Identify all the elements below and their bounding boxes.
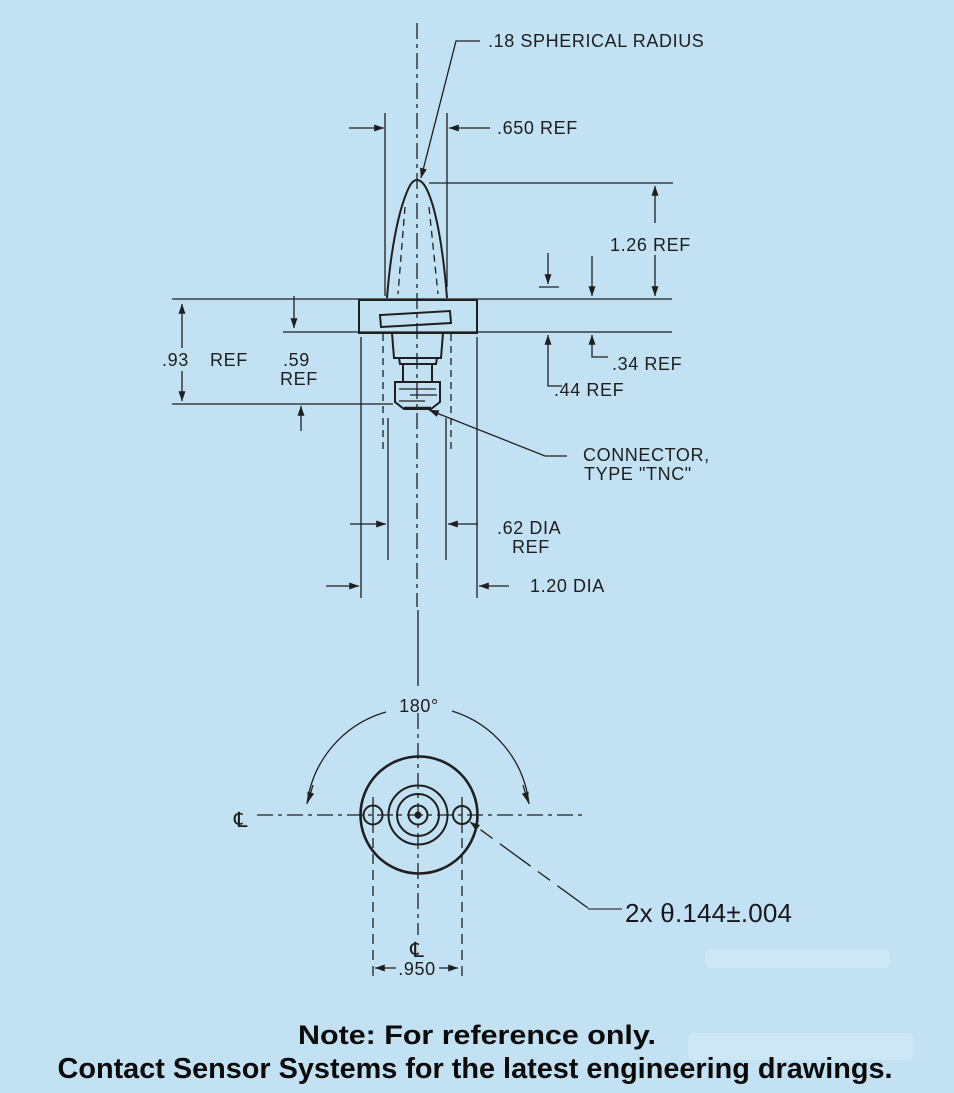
dim-950: .950	[374, 959, 459, 979]
scan-artifacts	[688, 950, 913, 1060]
overall-height-unit: REF	[210, 350, 248, 370]
radome-outline	[386, 178, 448, 299]
mounting-holes	[362, 797, 472, 977]
dome-width-label: .650 REF	[497, 118, 578, 138]
plate-slot	[378, 309, 453, 329]
dim-spherical-radius: .18 SPHERICAL RADIUS	[420, 31, 704, 179]
connector-dia-unit: REF	[512, 537, 550, 557]
boss-height-label: .44 REF	[554, 380, 624, 400]
connector-label-line2: TYPE "TNC"	[584, 464, 692, 484]
dim-126-ref: 1.26 REF	[610, 185, 691, 297]
centerline-symbol-left: ℄	[233, 808, 248, 832]
dim-93-ref: .93 REF	[162, 303, 248, 402]
spherical-radius-label: .18 SPHERICAL RADIUS	[488, 31, 704, 51]
note-line-2: Contact Sensor Systems for the latest en…	[58, 1053, 893, 1085]
connector-inner-circle	[396, 793, 440, 837]
dim-180-arc: 180°	[306, 696, 530, 805]
angle-label: 180°	[399, 696, 439, 716]
tnc-connector	[382, 332, 452, 452]
hole-spacing-label: .950	[398, 959, 435, 979]
dim-59-ref: .59 REF	[280, 296, 318, 431]
extension-lines	[360, 113, 478, 598]
dim-44-ref: .44 REF	[544, 253, 624, 400]
plate-thickness-label: .34 REF	[612, 354, 682, 374]
flange-dia-label: 1.20 DIA	[530, 576, 605, 596]
connector-label-line1: CONNECTOR,	[583, 445, 710, 465]
lower-height-unit: REF	[280, 369, 318, 389]
hole-callout-label: 2x θ.144±.004	[625, 898, 792, 928]
center-pin-dot	[414, 811, 422, 819]
side-view: .18 SPHERICAL RADIUS .650 REF 1.26 REF .…	[162, 23, 710, 686]
center-pin-circle	[407, 804, 429, 826]
height-label: 1.26 REF	[610, 235, 691, 255]
centerline-symbol-bottom: ℄	[409, 938, 424, 962]
dim-120-dia: 1.20 DIA	[326, 576, 605, 596]
lower-height-value: .59	[283, 350, 310, 370]
connector-outer-circle	[387, 784, 449, 846]
connector-dia-value: .62 DIA	[497, 518, 561, 538]
dim-650-ref: .650 REF	[349, 118, 578, 138]
reference-note: Note: For reference only. Contact Sensor…	[58, 1020, 893, 1085]
flange-bottom-face	[359, 755, 479, 875]
flange-circle	[359, 755, 479, 875]
dim-62-dia: .62 DIA REF	[350, 518, 561, 557]
note-line-1: Note: For reference only.	[298, 1020, 656, 1050]
radome-hidden-lines	[397, 206, 439, 295]
dim-34-ref: .34 REF	[588, 256, 682, 374]
hole-callout: 2x θ.144±.004	[469, 821, 792, 928]
connector-callout: CONNECTOR, TYPE "TNC"	[428, 409, 710, 484]
bottom-view: 180° ℄ ℄ 2x θ.144±.004	[233, 696, 792, 979]
overall-height-value: .93	[162, 350, 189, 370]
